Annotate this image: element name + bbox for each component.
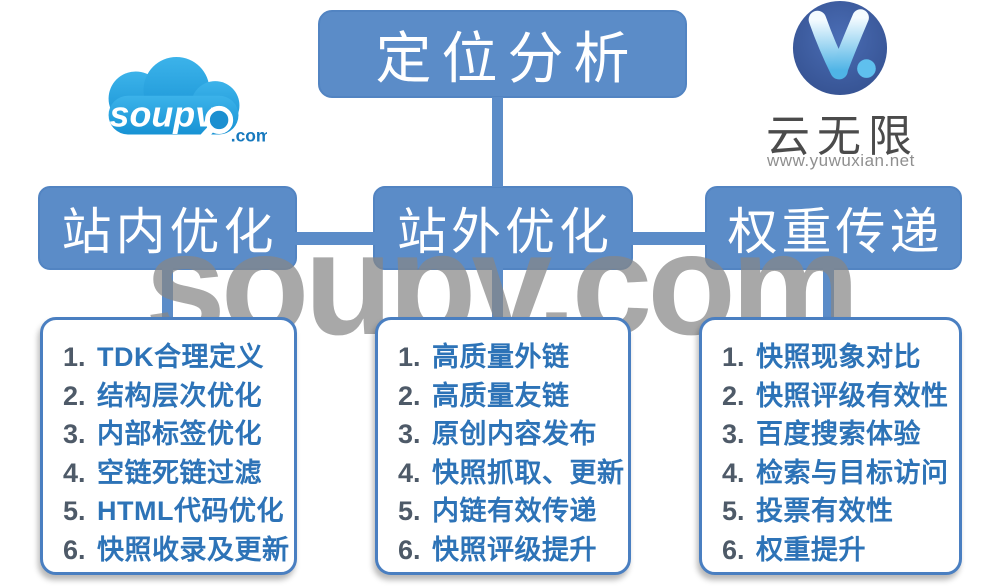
item-number: 4. xyxy=(722,457,745,488)
list-item: 2. 快照评级有效性 xyxy=(722,374,953,413)
branch-node-offsite-optimization: 站外优化 xyxy=(373,186,633,270)
yunwuxian-site-url: www.yuwuxian.net xyxy=(767,151,915,170)
connector-branch2-vertical xyxy=(492,268,503,318)
item-text: 检索与目标访问 xyxy=(756,457,949,488)
branch-node-onsite-optimization: 站内优化 xyxy=(38,186,297,270)
item-number: 3. xyxy=(63,419,86,449)
yunwuxian-name: 云无限 xyxy=(766,112,919,161)
item-text: 快照收录及更新 xyxy=(97,534,290,565)
list-item: 3. 百度搜索体验 xyxy=(722,412,953,451)
item-text: 原创内容发布 xyxy=(432,419,597,449)
yunwuxian-logo-icon xyxy=(792,0,888,96)
list-item: 1. 快照现象对比 xyxy=(722,335,953,374)
item-number: 4. xyxy=(398,457,421,488)
item-text: 快照现象对比 xyxy=(756,342,921,372)
list-item: 5. HTML代码优化 xyxy=(63,489,288,528)
item-number: 6. xyxy=(722,534,745,565)
item-text: 内部标签优化 xyxy=(97,419,262,449)
list-item: 2. 结构层次优化 xyxy=(63,374,288,413)
list-item: 2. 高质量友链 xyxy=(398,374,622,413)
item-number: 4. xyxy=(63,457,86,488)
item-text: 快照评级有效性 xyxy=(756,380,949,411)
item-number: 6. xyxy=(63,534,86,565)
list-box-onsite: 1. TDK合理定义 2. 结构层次优化 3. 内部标签优化 4. 空链死链过滤 5. HTML代… xyxy=(40,317,297,575)
item-text: 结构层次优化 xyxy=(97,380,262,411)
item-text: 高质量外链 xyxy=(432,342,570,372)
list-item: 5. 投票有效性 xyxy=(722,489,953,528)
list-item: 4. 检索与目标访问 xyxy=(722,451,953,490)
item-number: 5. xyxy=(63,496,86,526)
connector-branch3-vertical xyxy=(823,268,834,318)
list-item: 6. 权重提升 xyxy=(722,528,953,567)
soupv-logo: soupv .com xyxy=(108,56,267,146)
list-box-weight: 1. 快照现象对比 2. 快照评级有效性 3. 百度搜索体验 4. 检索与目标访问 5. 投票有效… xyxy=(699,317,962,575)
item-text: 高质量友链 xyxy=(432,380,570,411)
soupv-tld: .com xyxy=(231,125,267,145)
item-number: 3. xyxy=(398,419,421,449)
list-item: 3. 内部标签优化 xyxy=(63,412,288,451)
list-item: 1. TDK合理定义 xyxy=(63,335,288,374)
item-text: 内链有效传递 xyxy=(432,496,597,526)
connector-horizontal-left xyxy=(295,232,375,245)
connector-root-vertical xyxy=(492,97,503,187)
item-number: 5. xyxy=(722,496,745,526)
item-number: 6. xyxy=(398,534,421,565)
item-number: 1. xyxy=(398,342,421,372)
item-text: 快照抓取、更新 xyxy=(432,457,625,488)
list-item: 6. 快照评级提升 xyxy=(398,528,622,567)
item-text: HTML代码优化 xyxy=(97,496,284,526)
list-item: 6. 快照收录及更新 xyxy=(63,528,290,567)
item-number: 1. xyxy=(722,342,745,372)
item-number: 3. xyxy=(722,419,745,449)
item-text: 快照评级提升 xyxy=(432,534,597,565)
soupv-wordmark: soupv xyxy=(110,95,218,135)
item-text: 权重提升 xyxy=(756,534,866,565)
item-number: 1. xyxy=(63,342,86,372)
magnifier-icon xyxy=(195,105,234,146)
item-number: 2. xyxy=(722,380,745,411)
connector-branch1-vertical xyxy=(162,268,173,318)
list-item: 1. 高质量外链 xyxy=(398,335,622,374)
item-number: 5. xyxy=(398,496,421,526)
item-number: 2. xyxy=(398,380,421,411)
list-item: 5. 内链有效传递 xyxy=(398,489,622,528)
root-node-positioning-analysis: 定位分析 xyxy=(318,10,687,98)
branch-node-weight-transfer: 权重传递 xyxy=(705,186,962,270)
item-text: 投票有效性 xyxy=(756,496,894,526)
item-number: 2. xyxy=(63,380,86,411)
item-text: 百度搜索体验 xyxy=(756,419,921,449)
item-text: TDK合理定义 xyxy=(97,342,264,372)
item-text: 空链死链过滤 xyxy=(97,457,262,488)
list-item: 4. 快照抓取、更新 xyxy=(398,451,625,490)
list-item: 3. 原创内容发布 xyxy=(398,412,622,451)
connector-horizontal-right xyxy=(631,232,707,245)
list-item: 4. 空链死链过滤 xyxy=(63,451,288,490)
